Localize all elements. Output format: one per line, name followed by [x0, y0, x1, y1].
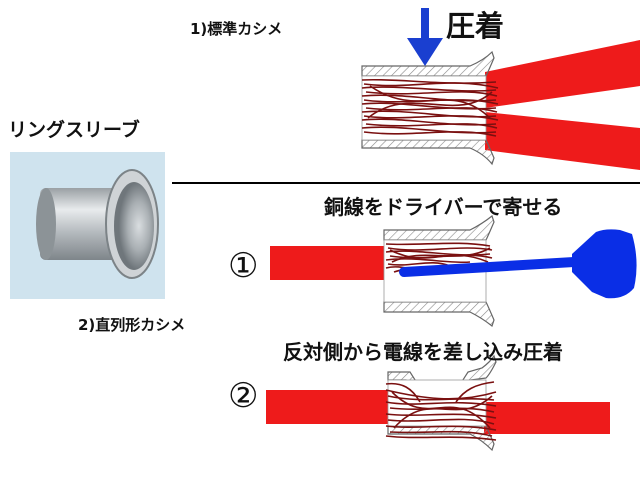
wire-upper — [485, 40, 640, 108]
copper-strands-1 — [361, 78, 499, 137]
step1-caption: 銅線をドライバーで寄せる — [324, 195, 563, 219]
step2-illustration — [266, 354, 610, 452]
step1-illustration — [270, 214, 637, 328]
wire-left-2 — [266, 390, 390, 424]
press-label: 圧着 — [446, 9, 505, 43]
wire-right-2 — [484, 402, 610, 434]
ring-sleeve-photo — [10, 152, 165, 299]
step2-caption: 反対側から電線を差し込み圧着 — [283, 340, 563, 364]
section2-title: 2)直列形カシメ — [78, 316, 186, 334]
section1-title: 1)標準カシメ — [190, 20, 283, 38]
screwdriver — [399, 229, 637, 299]
ring-sleeve-label: リングスリーブ — [8, 119, 140, 141]
standard-crimp-illustration — [361, 8, 640, 170]
step2-number: ② — [228, 376, 259, 416]
press-arrow — [407, 8, 443, 66]
copper-strands-3 — [385, 381, 497, 441]
wire-left-1 — [270, 246, 390, 280]
step1-number: ① — [228, 246, 259, 286]
wire-lower — [485, 112, 640, 170]
